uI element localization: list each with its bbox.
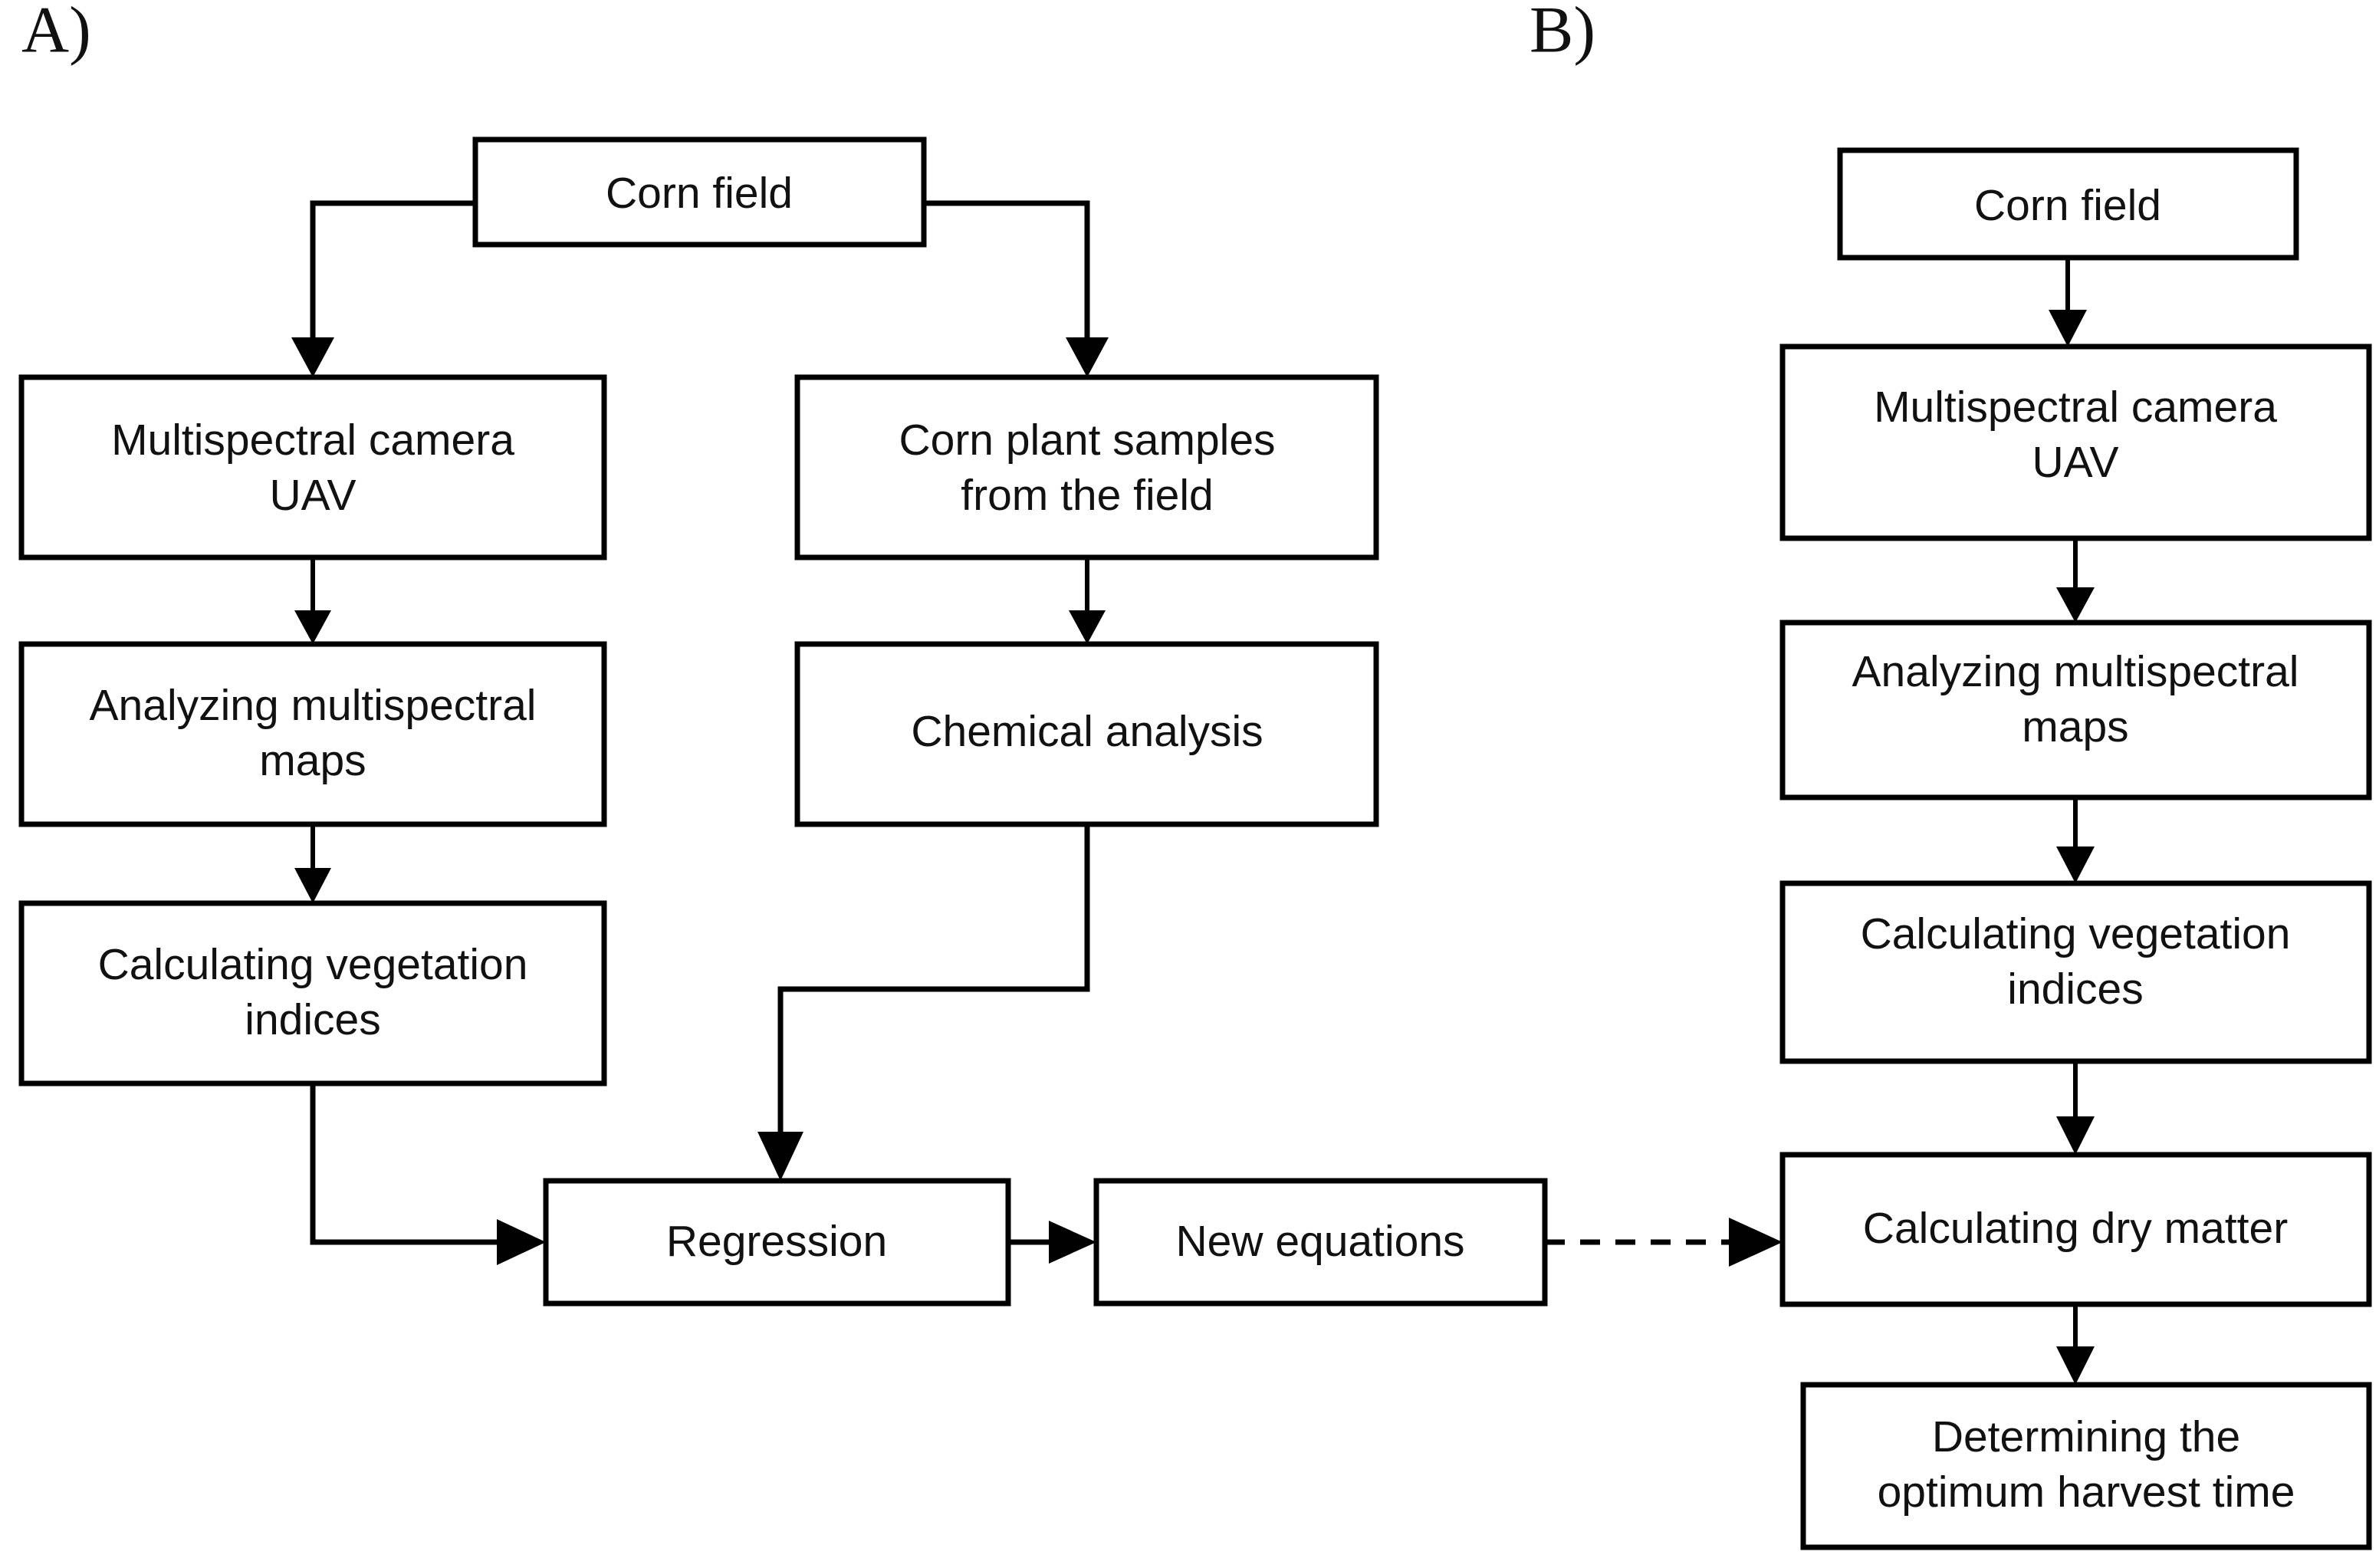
edge-multispectral-uav-to-analyzing-maps [294,557,331,644]
node-box[interactable] [18,641,607,827]
edge-chemical-analysis-to-regression [757,824,1090,1181]
node-box[interactable] [1779,344,2372,541]
panel-a-label: A) [21,0,91,67]
node-label-line1: Determining the [1932,1412,2240,1461]
edge-regression-to-new-equations [1008,1221,1096,1264]
arrowhead-down-icon [1069,610,1106,644]
edge-corn-field-to-multispectral-uav [291,200,475,377]
node-b-analyzing-maps[interactable]: Analyzing multispectral maps [1779,620,2372,800]
node-a-vegetation-indices[interactable]: Calculating vegetation indices [18,900,607,1086]
edge-b-corn-field-to-multispectral-uav [2049,258,2087,347]
arrowhead-right-icon [1729,1218,1783,1267]
node-a-multispectral-uav[interactable]: Multispectral camera UAV [18,374,607,560]
arrowhead-down-icon [2056,587,2095,623]
node-a-new-equations[interactable]: New equations [1093,1178,1548,1307]
node-a-chemical-analysis[interactable]: Chemical analysis [794,641,1379,827]
arrowhead-down-icon [294,610,331,644]
arrowhead-down-icon [2056,1116,2095,1155]
node-label-line2: optimum harvest time [1878,1468,2295,1517]
node-a-corn-field[interactable]: Corn field [472,136,927,248]
node-label-line1: Calculating vegetation [98,940,528,989]
node-label-line2: maps [2022,702,2128,751]
arrowhead-down-icon [2056,1346,2095,1385]
node-label-line1: Calculating vegetation [1861,909,2291,958]
node-label-line2: UAV [270,471,357,520]
edge-b-multispectral-uav-to-analyzing-maps [2056,538,2095,623]
arrowhead-down-icon [294,868,331,903]
node-label: New equations [1175,1217,1464,1266]
node-box[interactable] [1779,880,2372,1064]
node-label-line2: from the field [961,471,1213,520]
arrowhead-down-icon [2049,310,2087,347]
node-b-harvest-time[interactable]: Determining the optimum harvest time [1800,1382,2372,1550]
node-box[interactable] [1800,1382,2372,1550]
node-b-corn-field[interactable]: Corn field [1837,147,2299,261]
node-label-line1: Multispectral camera [1874,383,2277,432]
arrowhead-down-icon [1066,337,1109,377]
node-box[interactable] [18,374,607,560]
node-label-line1: Multispectral camera [111,416,514,465]
node-label-line2: UAV [2032,438,2119,487]
node-label: Corn field [1974,181,2161,230]
node-box[interactable] [18,900,607,1086]
edge-corn-samples-to-chemical-analysis [1069,557,1106,644]
edge-b-analyzing-maps-to-vegetation-indices [2056,797,2095,883]
node-b-vegetation-indices[interactable]: Calculating vegetation indices [1779,880,2372,1064]
node-b-multispectral-uav[interactable]: Multispectral camera UAV [1779,344,2372,541]
arrowhead-right-icon [497,1219,546,1265]
arrowhead-down-icon [2056,846,2095,883]
panel-b: B) Corn field Multispectral camera UAV [1530,0,2372,1550]
node-a-analyzing-maps[interactable]: Analyzing multispectral maps [18,641,607,827]
edge-vegetation-indices-to-regression [310,1083,546,1265]
node-label-line1: Analyzing multispectral [90,681,537,730]
edge-new-equations-to-dry-matter [1545,1218,1783,1267]
node-label: Calculating dry matter [1863,1204,2288,1253]
edge-b-dry-matter-to-harvest-time [2056,1304,2095,1385]
edge-b-vegetation-indices-to-dry-matter [2056,1061,2095,1155]
node-label-line1: Corn plant samples [899,416,1275,465]
node-label: Regression [666,1217,887,1266]
node-label: Chemical analysis [911,707,1263,756]
arrowhead-right-icon [1049,1221,1096,1264]
panel-a: A) Corn field Multispectral camera UAV [18,0,1548,1307]
node-b-dry-matter[interactable]: Calculating dry matter [1779,1152,2372,1307]
arrowhead-down-icon [291,337,334,377]
node-label-line1: Analyzing multispectral [1852,647,2299,696]
node-box[interactable] [543,1178,1011,1307]
node-box[interactable] [794,374,1379,560]
node-box[interactable] [472,136,927,248]
node-label: Corn field [606,169,793,218]
edge-corn-field-to-corn-samples [924,200,1109,377]
node-label-line2: indices [2007,965,2143,1014]
arrowhead-down-icon [757,1132,803,1181]
node-box[interactable] [794,641,1379,827]
node-label-line2: indices [245,995,380,1044]
node-a-regression[interactable]: Regression [543,1178,1011,1307]
node-label-line2: maps [259,736,366,785]
panel-b-label: B) [1530,0,1595,67]
edge-analyzing-maps-to-vegetation-indices [294,824,331,903]
node-a-corn-samples[interactable]: Corn plant samples from the field [794,374,1379,560]
